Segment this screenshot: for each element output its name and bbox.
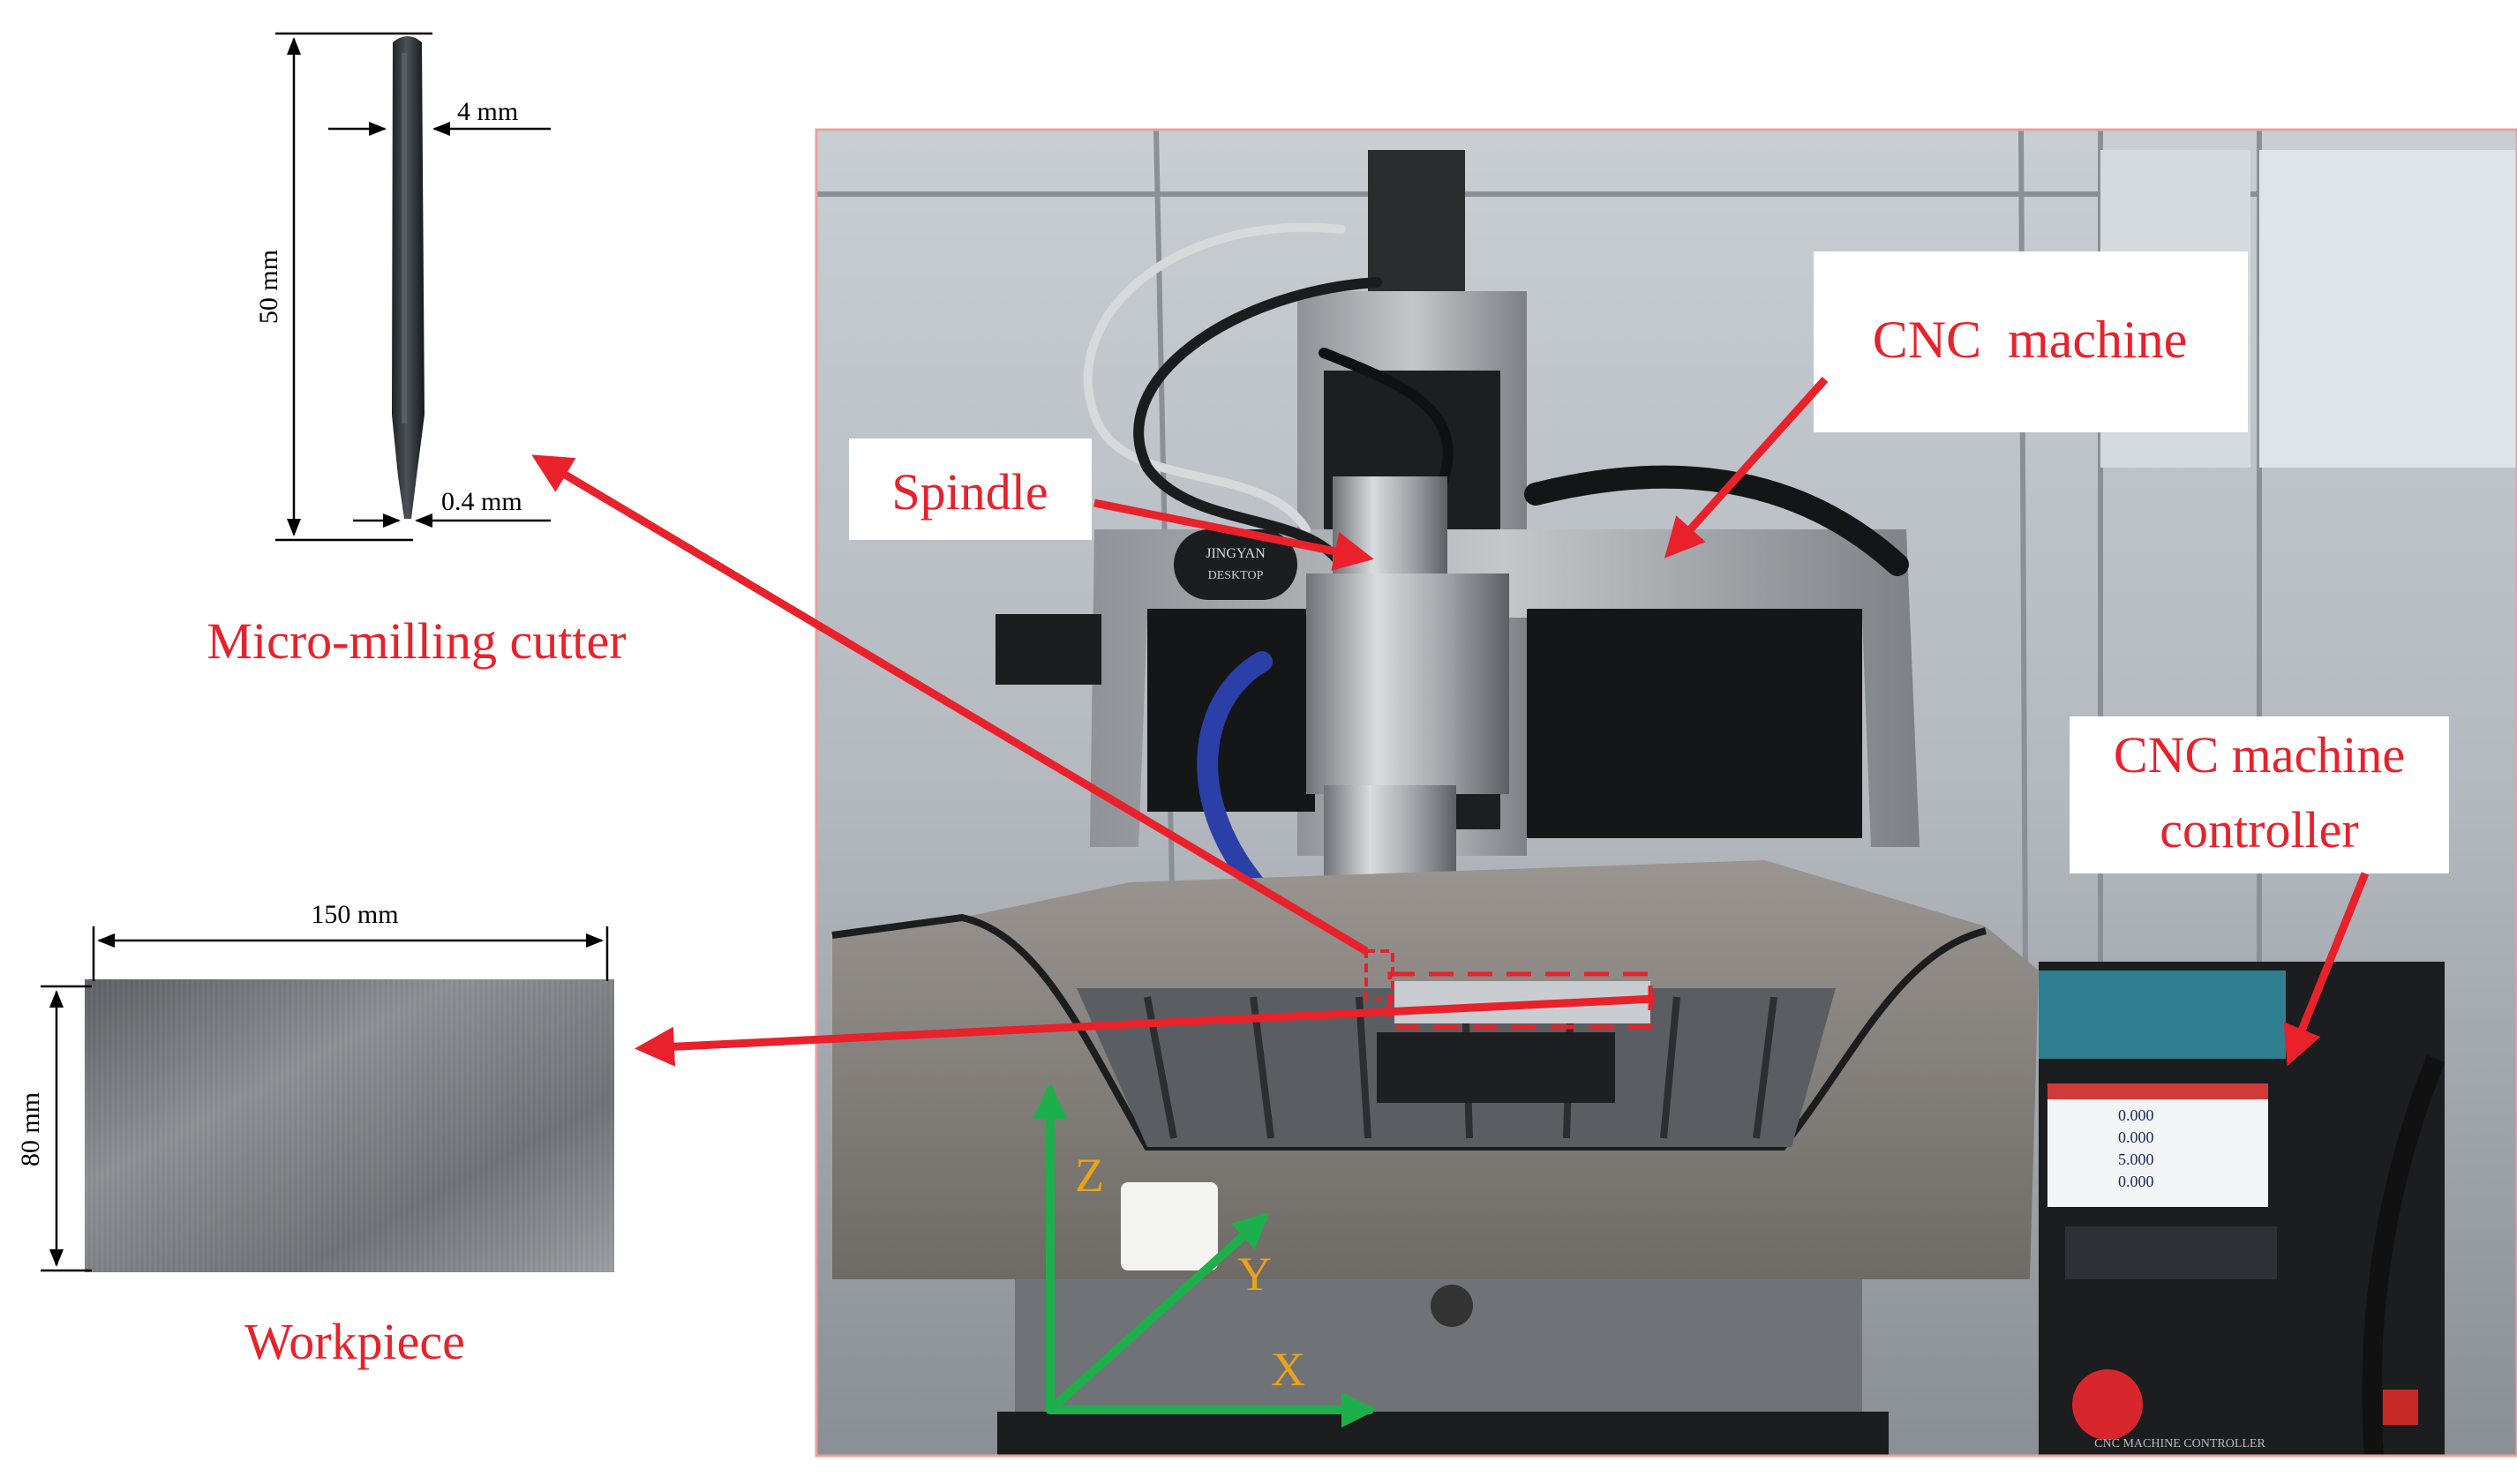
controller-label-box: CNC machine controller bbox=[2070, 716, 2449, 873]
y-axis-arrow bbox=[1046, 1212, 1269, 1414]
emergency-stop bbox=[2072, 1369, 2143, 1440]
spindle-label: Spindle bbox=[891, 463, 1048, 521]
cnc-machine-label: CNC machine bbox=[1873, 311, 2188, 369]
arrow-to-cutter bbox=[531, 454, 1369, 955]
gantry-rail-left bbox=[1147, 609, 1315, 812]
cutter-shank-label: 4 mm bbox=[457, 97, 518, 126]
controller-screen-header bbox=[2047, 1083, 2268, 1099]
z-axis-label: Z bbox=[1075, 1149, 1104, 1202]
workpiece-height-label: 80 mm bbox=[16, 1092, 45, 1166]
cutter-caption: Micro-milling cutter bbox=[207, 612, 626, 670]
brand-badge-plate bbox=[1174, 529, 1297, 600]
arrow-to-workpiece bbox=[635, 994, 1656, 1067]
controller-cable bbox=[2362, 1054, 2446, 1456]
axis-sticker bbox=[1121, 1182, 1218, 1270]
brand-badge-subtext: DESKTOP bbox=[1208, 569, 1264, 582]
controller-pcb bbox=[2039, 971, 2286, 1059]
spindle-clamp-block bbox=[1306, 573, 1509, 794]
cutter-body bbox=[392, 36, 425, 519]
spindle-top-housing bbox=[1333, 476, 1447, 573]
brand-badge-text: JINGYAN bbox=[1206, 546, 1266, 561]
readout-a: 0.000 bbox=[2118, 1173, 2154, 1190]
tool-highlight-box bbox=[1364, 949, 1394, 1001]
cutter-length-label: 50 mm bbox=[254, 250, 283, 324]
arrow-to-cnc-machine bbox=[1664, 376, 1829, 558]
coordinate-axes bbox=[1033, 1083, 1377, 1428]
power-switch bbox=[2383, 1390, 2418, 1425]
readout-z: 5.000 bbox=[2118, 1150, 2154, 1168]
cnc-machine-label-box: CNC machine bbox=[1814, 251, 2248, 432]
controller-screen bbox=[2047, 1083, 2268, 1207]
workpiece-height-dimension bbox=[41, 985, 92, 1272]
arrow-to-controller bbox=[2283, 872, 2370, 1067]
readout-y: 0.000 bbox=[2118, 1128, 2154, 1146]
stepper-motor bbox=[1368, 150, 1465, 291]
workpiece-width-label: 150 mm bbox=[311, 900, 398, 929]
workpiece-plate bbox=[85, 979, 614, 1272]
x-axis-label: X bbox=[1271, 1343, 1305, 1396]
controller-keypad bbox=[2065, 1226, 2277, 1279]
controller-readouts: 0.000 0.000 5.000 0.000 bbox=[2118, 1106, 2154, 1190]
controller-label-line2: controller bbox=[2160, 801, 2358, 858]
controller-label-line1: CNC machine bbox=[2114, 726, 2405, 783]
cutter-length-dimension bbox=[275, 32, 432, 542]
photo-border bbox=[815, 128, 2517, 1458]
base-plate bbox=[997, 1412, 1889, 1456]
gantry-side-block bbox=[996, 614, 1101, 685]
vise bbox=[1377, 1032, 1615, 1103]
cutter-tip-label: 0.4 mm bbox=[441, 487, 522, 516]
arrow-to-spindle bbox=[1093, 498, 1374, 571]
cutter-illustration bbox=[392, 36, 425, 519]
window-light bbox=[2259, 150, 2517, 468]
y-axis-label: Y bbox=[1237, 1248, 1272, 1300]
spindle-label-box: Spindle bbox=[849, 438, 1092, 540]
controller-panel-text: CNC MACHINE CONTROLLER bbox=[2094, 1437, 2265, 1450]
readout-x: 0.000 bbox=[2118, 1106, 2154, 1124]
cutter-highlight bbox=[402, 53, 407, 423]
workpiece-caption: Workpiece bbox=[244, 1313, 465, 1370]
annotation-arrows bbox=[531, 376, 2370, 1067]
gantry-rail bbox=[1527, 609, 1862, 838]
workpiece-width-dimension bbox=[92, 926, 609, 981]
base-knob bbox=[1431, 1285, 1473, 1327]
